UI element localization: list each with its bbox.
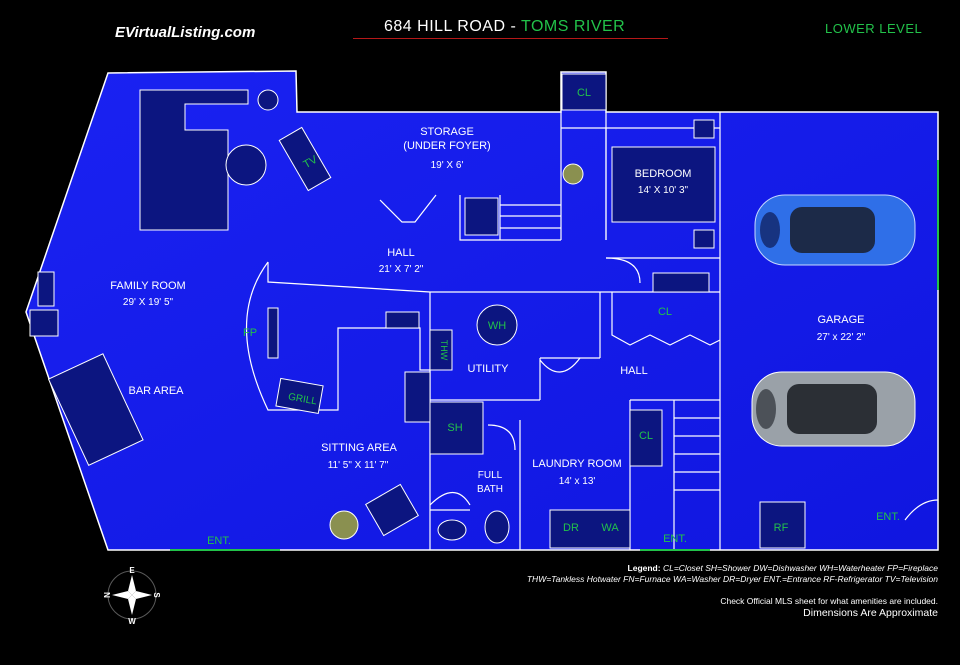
armchair bbox=[364, 483, 420, 537]
fixture-fp: FP bbox=[243, 327, 257, 339]
lamp-bottom bbox=[329, 510, 359, 540]
fp-hearth bbox=[267, 307, 279, 359]
fixture-grill: GRILL bbox=[287, 392, 318, 408]
fixture-rf: RF bbox=[774, 522, 789, 534]
bar-counter bbox=[47, 353, 144, 466]
fixture-wa: WA bbox=[601, 522, 619, 534]
room-bar: BAR AREA bbox=[128, 385, 184, 397]
nightstand-bottom bbox=[693, 229, 715, 249]
compass-s: S bbox=[152, 592, 161, 598]
property-title: 684 HILL ROAD - TOMS RIVER bbox=[384, 18, 625, 36]
title-underline bbox=[353, 38, 668, 39]
room-family-dim: 29' X 19' 5" bbox=[123, 297, 174, 308]
wall-bath-doors bbox=[429, 424, 516, 511]
water-heater bbox=[476, 304, 518, 346]
entrance-garage-label: ENT. bbox=[876, 511, 900, 523]
level-label: LOWER LEVEL bbox=[825, 21, 923, 36]
room-bedroom: BEDROOM bbox=[635, 168, 692, 180]
wall-stairs-bottom bbox=[673, 400, 720, 550]
compass-n: N bbox=[103, 592, 112, 598]
legend-text-1: CL=Closet SH=Shower DW=Dishwasher WH=Wat… bbox=[662, 563, 938, 573]
sectional-sofa bbox=[139, 89, 249, 231]
utility-cabinet bbox=[404, 371, 431, 423]
laundry-closet bbox=[629, 409, 663, 467]
small-cabinet bbox=[385, 311, 420, 329]
lamp-top bbox=[562, 163, 584, 185]
fixture-sh: SH bbox=[447, 422, 462, 434]
room-hall-main: HALL bbox=[387, 247, 415, 259]
fixture-cl-top: CL bbox=[577, 87, 591, 99]
wall-hall-door bbox=[605, 257, 641, 284]
room-garage: GARAGE bbox=[817, 314, 864, 326]
room-full-bath: FULL bbox=[478, 470, 503, 481]
hall-cabinet bbox=[652, 272, 710, 293]
coffee-table bbox=[225, 144, 267, 186]
washer-dryer bbox=[549, 509, 631, 549]
legend: Legend: CL=Closet SH=Shower DW=Dishwashe… bbox=[527, 563, 938, 585]
car-blue bbox=[754, 194, 916, 266]
fixture-dr: DR bbox=[563, 522, 579, 534]
room-family: FAMILY ROOM bbox=[110, 280, 185, 292]
town-text: TOMS RIVER bbox=[520, 18, 626, 35]
room-utility: UTILITY bbox=[468, 363, 510, 375]
room-garage-dim: 27' x 22' 2" bbox=[817, 332, 866, 343]
closet-box bbox=[561, 73, 607, 111]
dimensions-note: Dimensions Are Approximate bbox=[803, 607, 938, 619]
legend-text-2: THW=Tankless Hotwater FN=Furnace WA=Wash… bbox=[526, 574, 938, 584]
compass-e: E bbox=[129, 566, 135, 575]
wall-garage-door bbox=[904, 499, 939, 521]
wall-utility-door bbox=[539, 357, 581, 373]
stair-box bbox=[464, 197, 499, 236]
compass-icon: E W N S bbox=[103, 566, 161, 626]
room-laundry: LAUNDRY ROOM bbox=[532, 458, 621, 470]
room-laundry-dim: 14' x 13' bbox=[559, 476, 596, 487]
shower bbox=[429, 401, 484, 455]
wall-laundry bbox=[429, 399, 720, 550]
room-sitting: SITTING AREA bbox=[321, 442, 397, 454]
room-storage-sub: (UNDER FOYER) bbox=[403, 140, 490, 152]
bedroom-bed bbox=[611, 146, 716, 223]
wall-bedroom bbox=[605, 112, 721, 550]
room-hall-main-dim: 21' X 7' 2" bbox=[379, 264, 424, 275]
legend-line-1: Legend: CL=Closet SH=Shower DW=Dishwashe… bbox=[527, 563, 938, 574]
wall-unit-2 bbox=[29, 309, 59, 337]
wall-cl-mid bbox=[611, 292, 721, 346]
sink bbox=[437, 519, 467, 541]
entrance-mid-label: ENT. bbox=[663, 533, 687, 545]
entrance-left-label: ENT. bbox=[207, 535, 231, 547]
room-storage: STORAGE bbox=[420, 126, 474, 138]
ottoman bbox=[257, 89, 279, 111]
grill-box bbox=[275, 377, 324, 415]
wall-unit-1 bbox=[37, 271, 55, 307]
wall-storage-door bbox=[379, 194, 437, 223]
brand-logo: EVirtualListing.com bbox=[115, 24, 256, 41]
address-text: 684 HILL ROAD - bbox=[384, 18, 521, 35]
legend-label: Legend: bbox=[627, 563, 661, 573]
room-full-bath-sub: BATH bbox=[477, 484, 503, 495]
refrigerator bbox=[759, 501, 806, 549]
wall-hall bbox=[267, 257, 720, 293]
tv-stand bbox=[278, 126, 332, 192]
fixture-thw: THW bbox=[439, 340, 449, 361]
room-sitting-dim: 11' 5" X 11' 7" bbox=[328, 460, 389, 471]
fixture-cl-laundry: CL bbox=[639, 430, 653, 442]
car-gray bbox=[751, 371, 916, 447]
mls-note: Check Official MLS sheet for what amenit… bbox=[720, 596, 938, 606]
room-bedroom-dim: 14' X 10' 3" bbox=[638, 185, 689, 196]
toilet bbox=[484, 510, 510, 544]
compass-w: W bbox=[128, 617, 136, 626]
nightstand-top bbox=[693, 119, 715, 139]
room-storage-dim: 19' X 6' bbox=[431, 160, 464, 171]
fixture-wh: WH bbox=[488, 320, 506, 332]
wall-fireplace-curve bbox=[246, 261, 431, 411]
wall-stairs-top bbox=[459, 195, 561, 241]
fixture-cl-mid: CL bbox=[658, 306, 672, 318]
room-hall-2: HALL bbox=[620, 365, 648, 377]
utility-equip bbox=[429, 329, 453, 371]
